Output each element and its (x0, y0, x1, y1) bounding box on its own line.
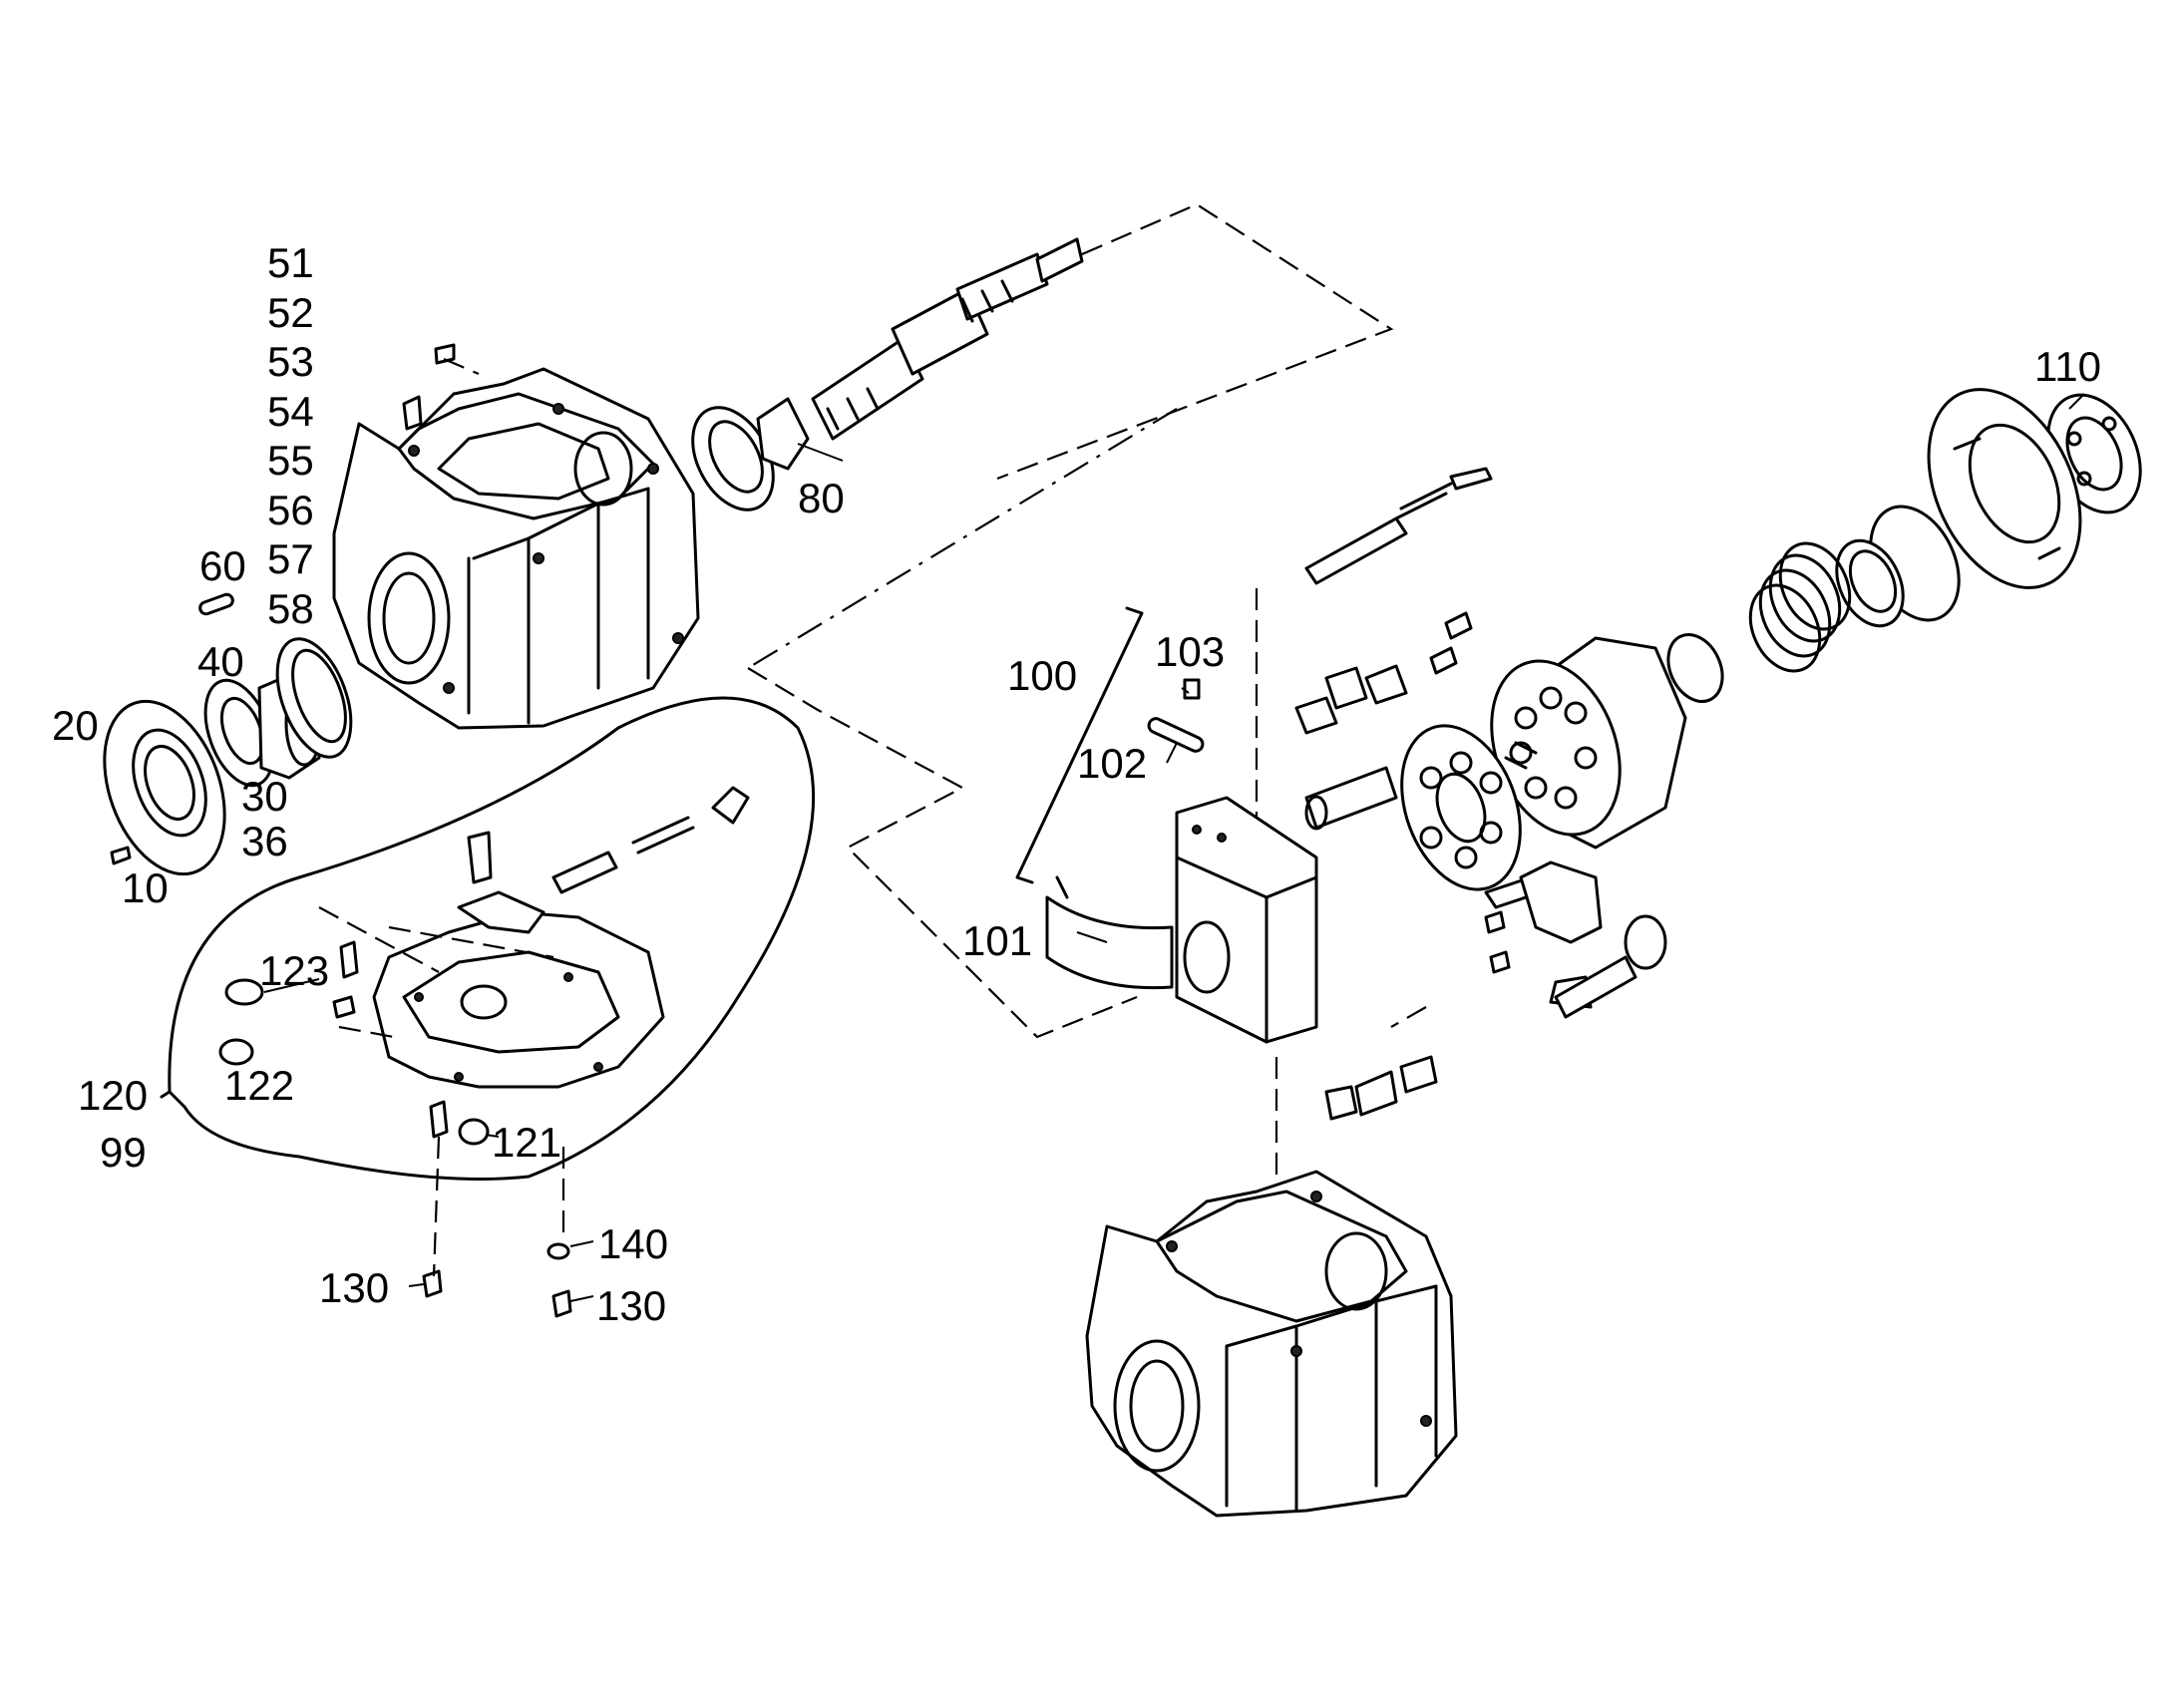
label-122: 122 (224, 1062, 294, 1109)
label-99: 99 (100, 1129, 147, 1176)
bolts-130-140 (422, 1242, 572, 1318)
label-20: 20 (52, 702, 99, 749)
link-102 (1147, 717, 1205, 753)
main-shaft (691, 237, 1084, 512)
label-52: 52 (267, 289, 314, 336)
label-57: 57 (267, 535, 314, 582)
cover-plates (1294, 664, 1438, 1121)
label-130-right: 130 (596, 1282, 666, 1329)
pin-60 (198, 592, 234, 616)
piston-rod (1304, 766, 1398, 831)
swash-block (1175, 796, 1318, 1044)
label-55: 55 (267, 437, 314, 484)
valve-assembly-lines (318, 906, 565, 1277)
label-54: 54 (267, 388, 314, 435)
leader-lines (263, 393, 2085, 1302)
seal-ring-30 (203, 678, 275, 788)
parts-121-123 (218, 940, 490, 1146)
valve-housing (372, 910, 665, 1089)
label-80: 80 (798, 475, 845, 521)
label-121: 121 (492, 1119, 561, 1166)
pin-103 (1183, 678, 1201, 700)
label-51: 51 (267, 239, 314, 286)
cylinder-block (1490, 636, 1687, 850)
servo-piston (1484, 860, 1667, 1019)
label-103: 103 (1155, 628, 1225, 675)
ring (1666, 633, 1724, 703)
label-120: 120 (78, 1072, 148, 1119)
label-123: 123 (259, 947, 329, 994)
label-30: 30 (241, 773, 288, 820)
gasket-58 (275, 637, 353, 759)
left-housing (332, 343, 700, 730)
label-10: 10 (122, 864, 169, 911)
label-100: 100 (1007, 652, 1077, 699)
group-outline-120 (160, 696, 816, 1181)
label-130-left: 130 (319, 1264, 389, 1311)
part-labels: 51 52 53 54 55 56 57 58 60 40 20 30 36 1… (52, 239, 2101, 1329)
valve-plate (1400, 724, 1522, 891)
control-rod (1304, 467, 1493, 585)
label-53: 53 (267, 338, 314, 385)
right-housing (1085, 1170, 1458, 1518)
front-flange (103, 699, 226, 876)
retainer-ring (1835, 538, 1905, 628)
spring (1748, 541, 1852, 673)
label-40: 40 (197, 638, 244, 685)
label-36: 36 (241, 818, 288, 864)
cradle-101 (1045, 875, 1174, 990)
label-60: 60 (199, 542, 246, 589)
end-cover-plate (1927, 388, 2082, 589)
label-56: 56 (267, 487, 314, 533)
label-140: 140 (598, 1220, 668, 1267)
label-101: 101 (962, 917, 1032, 964)
valve-spool (551, 786, 750, 894)
label-110: 110 (2034, 343, 2101, 390)
assembly-lines (443, 202, 1427, 1221)
bracket-100 (1015, 606, 1144, 884)
bolts-right (1429, 611, 1511, 974)
label-58: 58 (267, 585, 314, 632)
label-102: 102 (1077, 740, 1147, 787)
lever-plate (457, 831, 545, 934)
